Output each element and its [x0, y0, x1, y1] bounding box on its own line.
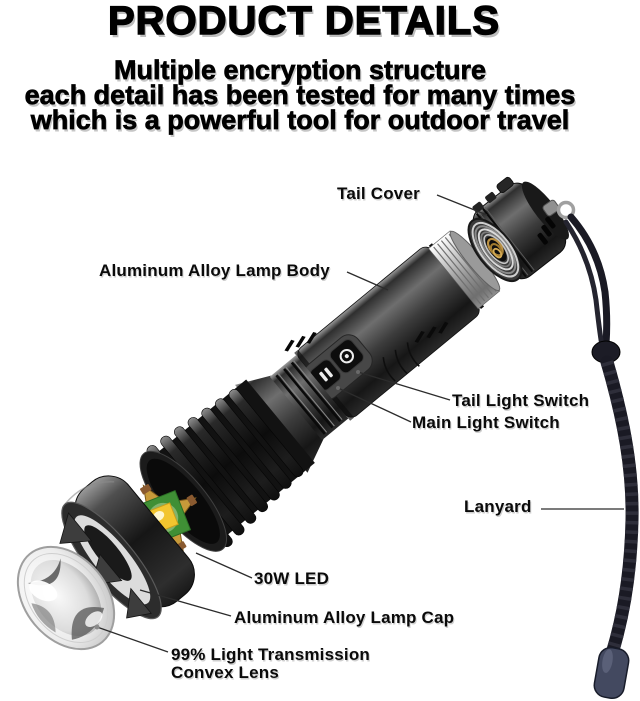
- subtitle-line-1: Multiple encryption structure: [113, 55, 487, 85]
- leader-lamp-body: [346, 271, 389, 291]
- tail-spring: [486, 237, 504, 259]
- lanyard: [542, 199, 639, 700]
- flashlight-main-assembly: [16, 230, 501, 651]
- callout-tail-cover: Tail Cover: [337, 184, 420, 203]
- callout-lamp-cap: Aluminum Alloy Lamp Cap: [234, 608, 455, 627]
- page-title: PRODUCT DETAILS: [107, 0, 501, 43]
- callout-led: 30W LED: [254, 569, 330, 588]
- lanyard-loop-strand: [567, 213, 611, 348]
- leader-tail-cover: [436, 194, 488, 216]
- callout-convex-lens-line1: 99% Light Transmission: [171, 645, 371, 664]
- leader-dot: [356, 370, 360, 374]
- lanyard-cord-braid-texture: [600, 360, 639, 652]
- subtitle-line-2: each detail has been tested for many tim…: [24, 80, 576, 110]
- leader-main-light-switch: [337, 387, 412, 423]
- callout-convex-lens-line2: Convex Lens: [171, 663, 280, 682]
- flashlight-threaded-end: [428, 230, 501, 310]
- callout-lanyard: Lanyard: [464, 497, 532, 516]
- convex-lens: [16, 545, 116, 651]
- power-circle-icon: [339, 348, 354, 364]
- leader-convex-lens: [96, 626, 169, 653]
- tail-light-switch-button: [329, 339, 364, 374]
- leader-lines: [94, 194, 624, 653]
- subtitle: Multiple encryption structure each detai…: [0, 55, 600, 135]
- lanyard-lug: [496, 176, 514, 194]
- leader-led: [195, 552, 253, 579]
- leader-dot: [94, 624, 100, 630]
- callout-lamp-body: Aluminum Alloy Lamp Body: [99, 261, 330, 280]
- callout-convex-lens: 99% Light Transmission Convex Lens: [171, 646, 370, 682]
- lanyard-swivel-ring: [556, 200, 576, 220]
- two-bars-icon: [319, 367, 333, 382]
- flashlight-lamp-cap: [59, 475, 195, 620]
- lanyard-tip: [593, 646, 630, 700]
- leader-dot: [336, 386, 340, 390]
- subtitle-line-3: which is a powerful tool for outdoor tra…: [30, 105, 570, 135]
- callout-tail-light-switch: Tail Light Switch: [452, 391, 590, 410]
- lanyard-loop-strand: [563, 219, 605, 349]
- lanyard-swivel-link: [542, 199, 560, 217]
- callout-main-light-switch: Main Light Switch: [412, 413, 560, 432]
- leader-tail-light-switch: [357, 371, 451, 401]
- leader-lamp-cap: [139, 589, 232, 617]
